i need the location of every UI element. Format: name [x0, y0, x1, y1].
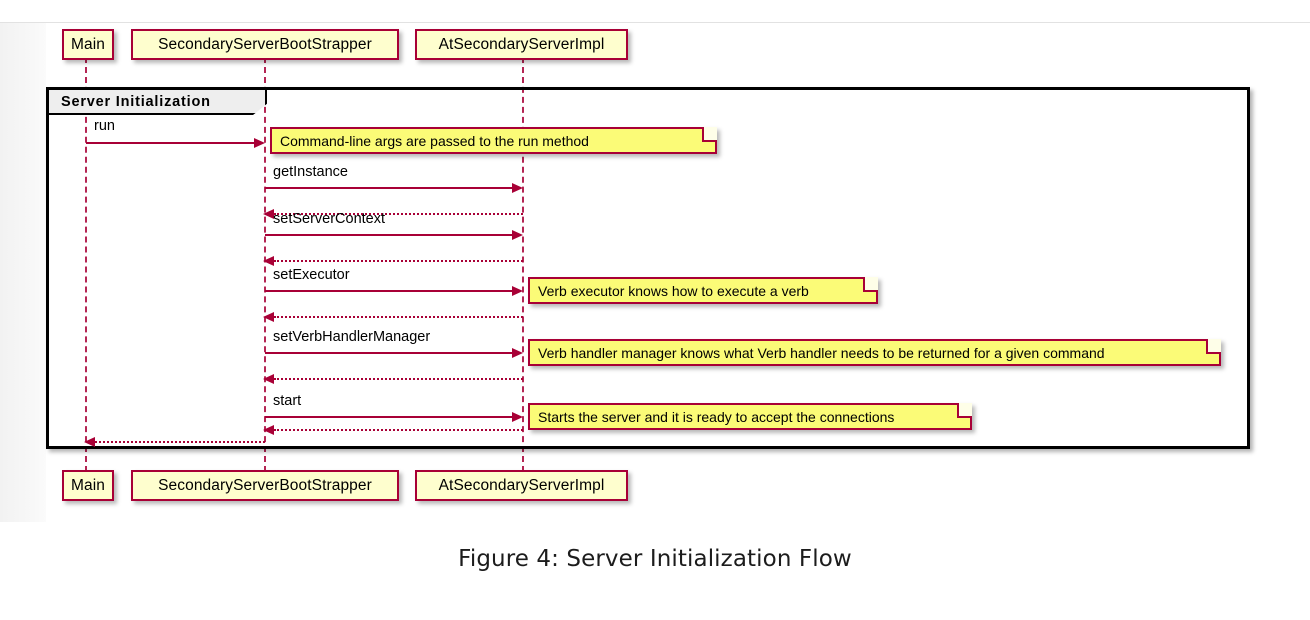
message-arrowhead-setservercontext: [512, 230, 523, 240]
group-frame-server-initialization: [46, 87, 1250, 449]
note-text: Verb executor knows how to execute a ver…: [538, 282, 809, 299]
return-line-start: [274, 429, 523, 431]
lifeline-serverimpl: [522, 57, 524, 472]
message-line-start: [265, 416, 514, 418]
participant-box-bootstrapper-top[interactable]: SecondaryServerBootStrapper: [131, 29, 399, 60]
message-arrowhead-getinstance: [512, 183, 523, 193]
message-line-getinstance: [265, 187, 514, 189]
note-command-line-args: Command-line args are passed to the run …: [270, 127, 717, 154]
note-fold-corner-icon: [702, 127, 717, 142]
message-line-setexecutor: [265, 290, 514, 292]
return-line-run-to-main: [95, 441, 265, 443]
return-arrowhead-getinstance: [263, 209, 274, 219]
note-starts-the-server: Starts the server and it is ready to acc…: [528, 403, 972, 430]
lifeline-main: [85, 57, 87, 472]
message-label-getinstance: getInstance: [273, 164, 348, 180]
figure-caption: Figure 4: Server Initialization Flow: [458, 546, 852, 572]
message-label-setservercontext: setServerContext: [273, 211, 386, 227]
page-gutter: [0, 22, 46, 522]
message-arrowhead-setexecutor: [512, 286, 523, 296]
note-fold-corner-icon: [957, 403, 972, 418]
participant-box-bootstrapper-bottom[interactable]: SecondaryServerBootStrapper: [131, 470, 399, 501]
top-divider-rule: [0, 22, 1310, 23]
return-arrowhead-setexecutor: [263, 312, 274, 322]
participant-box-serverimpl-top[interactable]: AtSecondaryServerImpl: [415, 29, 628, 60]
message-label-setverbhandlermanager: setVerbHandlerManager: [273, 329, 431, 345]
note-verb-handler-manager: Verb handler manager knows what Verb han…: [528, 339, 1221, 366]
message-label-setexecutor: setExecutor: [273, 267, 350, 283]
return-line-setexecutor: [274, 316, 523, 318]
message-arrowhead-run: [254, 138, 265, 148]
message-line-run: [86, 142, 256, 144]
return-arrowhead-start: [263, 425, 274, 435]
message-label-run: run: [94, 118, 115, 134]
return-line-setverbhandlermanager: [274, 378, 523, 380]
note-text: Verb handler manager knows what Verb han…: [538, 344, 1105, 361]
message-arrowhead-setverbhandlermanager: [512, 348, 523, 358]
return-line-getinstance: [274, 213, 523, 215]
return-line-setservercontext: [274, 260, 523, 262]
note-verb-executor: Verb executor knows how to execute a ver…: [528, 277, 878, 304]
participant-box-main-top[interactable]: Main: [62, 29, 114, 60]
participant-box-main-bottom[interactable]: Main: [62, 470, 114, 501]
message-label-start: start: [273, 393, 302, 409]
note-fold-corner-icon: [863, 277, 878, 292]
frame-label-server-initialization: Server Initialization: [49, 90, 267, 115]
return-arrowhead-setverbhandlermanager: [263, 374, 274, 384]
message-line-setservercontext: [265, 234, 514, 236]
note-fold-corner-icon: [1206, 339, 1221, 354]
sequence-diagram: Server Initialization Main SecondaryServ…: [46, 23, 1310, 522]
note-text: Starts the server and it is ready to acc…: [538, 408, 895, 425]
note-text: Command-line args are passed to the run …: [280, 132, 589, 149]
participant-box-serverimpl-bottom[interactable]: AtSecondaryServerImpl: [415, 470, 628, 501]
message-line-setverbhandlermanager: [265, 352, 514, 354]
message-arrowhead-start: [512, 412, 523, 422]
return-arrowhead-setservercontext: [263, 256, 274, 266]
return-arrowhead-run-to-main: [84, 437, 95, 447]
